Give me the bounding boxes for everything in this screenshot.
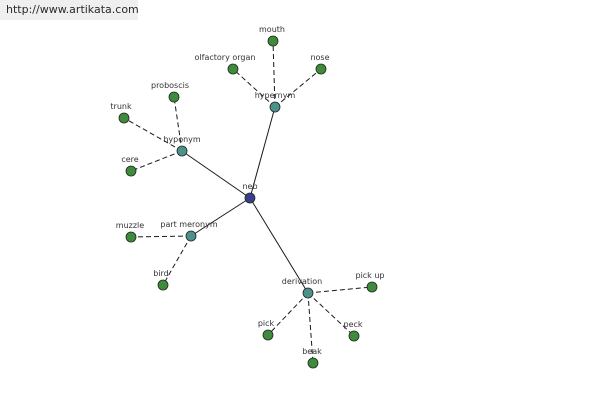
edge-derivation-to-beak bbox=[307, 292, 314, 364]
node-hyponym[interactable]: hyponym bbox=[163, 135, 201, 157]
edge-neb-to-hyponym bbox=[181, 150, 251, 199]
node-proboscis[interactable]: proboscis bbox=[151, 81, 189, 103]
edge-hypernym-to-mouth bbox=[272, 40, 276, 108]
node-muzzle-label: muzzle bbox=[116, 221, 144, 230]
node-pick-label: pick bbox=[258, 319, 275, 328]
node-peck[interactable]: peck bbox=[343, 320, 363, 342]
node-derivation[interactable]: derivation bbox=[282, 277, 322, 299]
node-derivation-dot[interactable] bbox=[302, 287, 314, 299]
edge-derivation-to-peck bbox=[307, 292, 355, 337]
node-neb-label: neb bbox=[242, 182, 257, 191]
node-nose[interactable]: nose bbox=[310, 53, 330, 75]
node-beak-dot[interactable] bbox=[307, 357, 319, 369]
node-mouth-dot[interactable] bbox=[267, 35, 279, 47]
node-part-meronym-dot[interactable] bbox=[185, 230, 197, 242]
graph-edges bbox=[123, 40, 373, 364]
node-trunk-dot[interactable] bbox=[118, 112, 130, 124]
node-olfactory-organ-dot[interactable] bbox=[227, 63, 239, 75]
edge-part-meronym-to-muzzle bbox=[130, 235, 192, 238]
node-pick-up-dot[interactable] bbox=[366, 281, 378, 293]
edge-derivation-to-pick bbox=[267, 292, 309, 336]
node-part-meronym-label: part meronym bbox=[160, 220, 217, 229]
node-mouth-label: mouth bbox=[259, 25, 285, 34]
node-part-meronym[interactable]: part meronym bbox=[160, 220, 218, 242]
node-trunk-label: trunk bbox=[110, 102, 132, 111]
node-cere-dot[interactable] bbox=[125, 165, 137, 177]
edge-neb-to-derivation bbox=[249, 197, 309, 294]
node-muzzle-dot[interactable] bbox=[125, 231, 137, 243]
node-hypernym[interactable]: hypernym bbox=[255, 91, 296, 113]
node-olfactory-organ[interactable]: olfactory organ bbox=[195, 53, 256, 75]
node-nose-label: nose bbox=[310, 53, 329, 62]
source-url-link[interactable]: http://www.artikata.com bbox=[0, 0, 139, 20]
node-nose-dot[interactable] bbox=[315, 63, 327, 75]
node-hyponym-label: hyponym bbox=[163, 135, 201, 144]
edge-neb-to-hypernym bbox=[249, 106, 276, 199]
node-pick-up[interactable]: pick up bbox=[355, 271, 385, 293]
node-cere[interactable]: cere bbox=[121, 155, 139, 177]
node-bird-label: bird bbox=[153, 269, 169, 278]
node-beak[interactable]: beak bbox=[302, 347, 322, 369]
edge-hypernym-to-olfactory-organ bbox=[232, 68, 276, 108]
node-hypernym-dot[interactable] bbox=[269, 101, 281, 113]
node-muzzle[interactable]: muzzle bbox=[116, 221, 144, 243]
node-olfactory-organ-label: olfactory organ bbox=[195, 53, 256, 62]
node-bird-dot[interactable] bbox=[157, 279, 169, 291]
edge-hyponym-to-trunk bbox=[123, 117, 183, 152]
edge-derivation-to-pick-up bbox=[307, 286, 373, 294]
node-pick[interactable]: pick bbox=[258, 319, 275, 341]
graph-nodes: neb hypernym hyponym part meronym derivation… bbox=[110, 25, 385, 369]
node-hyponym-dot[interactable] bbox=[176, 145, 188, 157]
node-neb[interactable]: neb bbox=[242, 182, 258, 204]
node-peck-dot[interactable] bbox=[348, 330, 360, 342]
edge-hyponym-to-proboscis bbox=[173, 96, 183, 152]
node-peck-label: peck bbox=[343, 320, 362, 329]
node-mouth[interactable]: mouth bbox=[259, 25, 285, 47]
node-neb-dot[interactable] bbox=[244, 192, 256, 204]
edge-part-meronym-to-bird bbox=[162, 235, 192, 286]
node-proboscis-label: proboscis bbox=[151, 81, 189, 90]
node-cere-label: cere bbox=[121, 155, 138, 164]
node-bird[interactable]: bird bbox=[153, 269, 169, 291]
edge-hypernym-to-nose bbox=[274, 68, 322, 108]
node-pick-up-label: pick up bbox=[355, 271, 384, 280]
edge-hyponym-to-cere bbox=[130, 150, 183, 172]
node-hypernym-label: hypernym bbox=[255, 91, 296, 100]
node-derivation-label: derivation bbox=[282, 277, 322, 286]
node-proboscis-dot[interactable] bbox=[168, 91, 180, 103]
node-trunk[interactable]: trunk bbox=[110, 102, 132, 124]
node-beak-label: beak bbox=[302, 347, 322, 356]
edge-neb-to-part-meronym bbox=[190, 197, 251, 237]
node-pick-dot[interactable] bbox=[262, 329, 274, 341]
